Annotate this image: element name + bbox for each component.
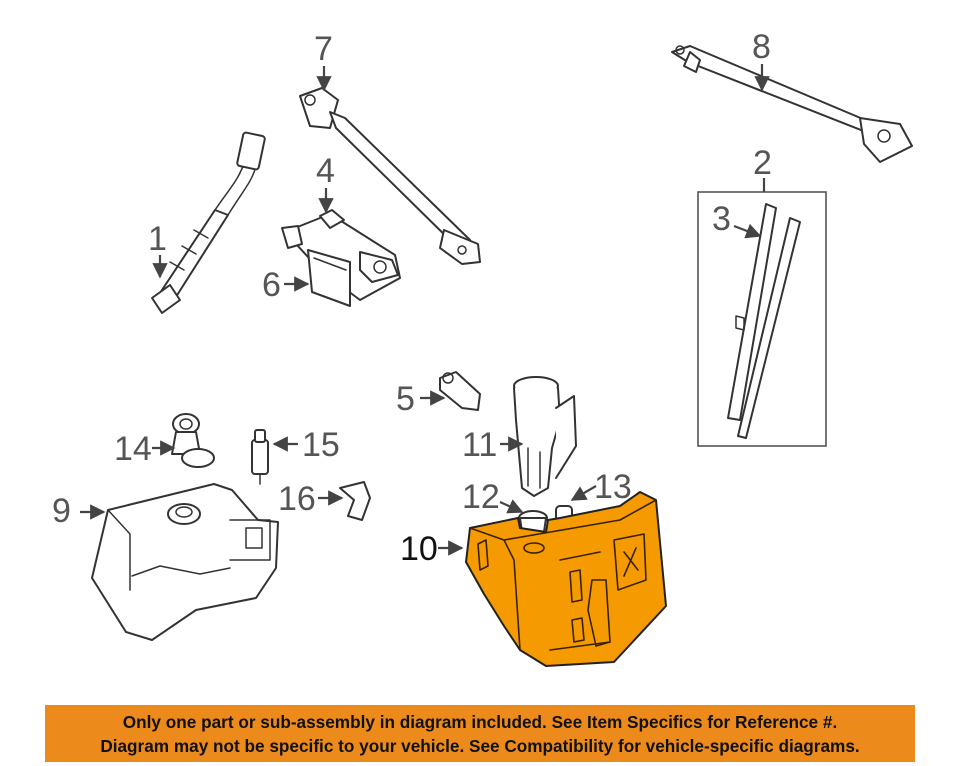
part-16-clip [339,481,371,521]
part-7-linkage [299,87,481,265]
callout-3: 3 [712,200,731,238]
part-10-washer-tank-highlighted [465,491,667,667]
callout-11: 11 [462,426,497,464]
callout-4: 4 [316,152,335,190]
part-5-nozzle [439,371,481,411]
disclaimer-line-1: Only one part or sub-assembly in diagram… [122,711,838,732]
callout-6: 6 [262,266,281,304]
callout-5: 5 [396,380,415,418]
part-8-linkage-rod [671,45,913,163]
callout-8: 8 [752,28,771,66]
disclaimer-line-2: Diagram may not be specific to your vehi… [100,735,860,756]
callout-12: 12 [462,478,500,516]
callout-2: 2 [753,144,772,182]
callout-7: 7 [314,30,333,68]
callout-16: 16 [278,480,316,518]
part-2-box [697,191,827,447]
callout-9: 9 [52,492,71,530]
part-15-pump [251,429,269,485]
part-9-reservoir [91,483,279,641]
part-3-blade [727,203,801,439]
callout-13: 13 [594,468,632,506]
part-1-hose [151,131,266,314]
callout-14: 14 [114,430,152,468]
disclaimer-banner: Only one part or sub-assembly in diagram… [45,705,915,762]
parts-diagram: 1 7 4 6 8 2 3 [52,28,913,667]
callout-15: 15 [302,426,340,464]
part-6-bracket [307,249,351,307]
callout-1: 1 [148,220,167,258]
part-4-motor [281,209,401,301]
callout-10: 10 [400,530,438,568]
part-11-filler-neck [513,376,577,497]
part-14-cap [171,413,215,468]
